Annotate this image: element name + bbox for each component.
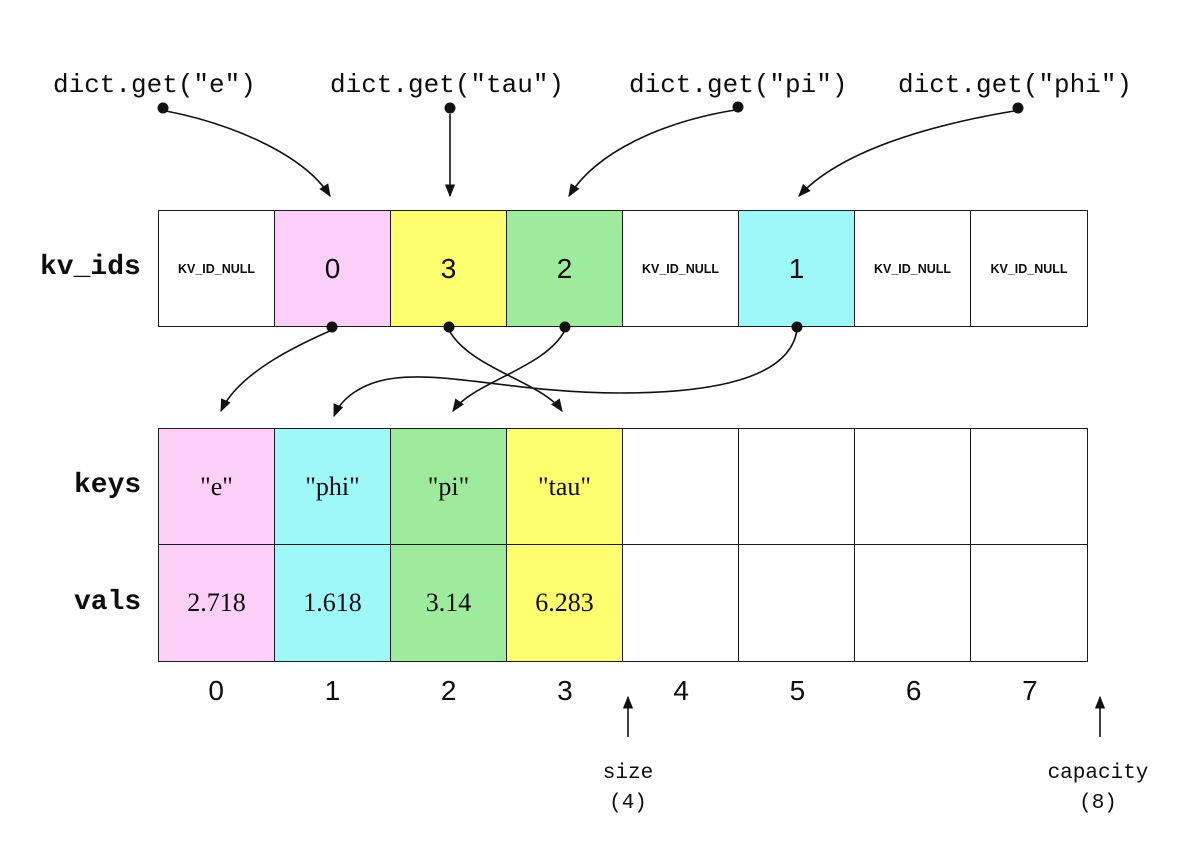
pointer-dot-get-tau: [444, 102, 456, 114]
keys-cell-7: [971, 429, 1087, 545]
vals-cell-4: [623, 545, 739, 661]
keys-cell-6: [855, 429, 971, 545]
kv-ids-array: KV_ID_NULL 0 3 2 KV_ID_NULL 1 KV_ID_NULL…: [158, 210, 1088, 327]
arrow-get-phi-to-slot5: [798, 110, 1015, 197]
keys-cell-1: "phi": [275, 429, 391, 545]
capacity-label: capacity: [1047, 762, 1149, 785]
slot-index-1: 1: [324, 675, 341, 706]
vals-cell-6: [855, 545, 971, 661]
kv-ids-row-label: kv_ids: [40, 252, 141, 283]
size-label: size: [602, 762, 654, 785]
kv-ids-cell-2: 3: [391, 211, 507, 326]
kv-ids-cell-6: KV_ID_NULL: [855, 211, 971, 326]
arrow-get-pi-to-slot3: [568, 109, 736, 198]
slot-index-7: 7: [1022, 675, 1038, 706]
vals-cell-3: 6.283: [507, 545, 623, 661]
kv-ids-cell-0: KV_ID_NULL: [159, 211, 275, 326]
slot-index-6: 6: [905, 675, 922, 706]
pointer-dot-get-phi: [1012, 102, 1024, 114]
keys-cell-4: [623, 429, 739, 545]
vals-cell-5: [739, 545, 855, 661]
call-label-get-phi: dict.get("phi"): [898, 70, 1133, 100]
keys-cell-2: "pi": [391, 429, 507, 545]
call-label-get-e: dict.get("e"): [53, 70, 256, 100]
slot-index-3: 3: [557, 675, 573, 706]
arrow-get-e-to-slot1: [165, 110, 331, 198]
vals-cell-1: 1.618: [275, 545, 391, 661]
vals-row-label: vals: [74, 587, 142, 618]
slot-index-4: 4: [673, 675, 689, 706]
pointer-dot-get-e: [157, 102, 169, 114]
kv-ids-cell-7: KV_ID_NULL: [971, 211, 1087, 326]
call-label-get-pi: dict.get("pi"): [629, 70, 848, 100]
slot-index-row: 0 1 2 3 4 5 6 7: [158, 674, 1088, 708]
arrow-kvid0-to-keys0: [220, 329, 333, 413]
capacity-value: (8): [1079, 792, 1117, 815]
keys-cell-5: [739, 429, 855, 545]
arrow-kvid3-to-keys3: [448, 329, 563, 413]
size-value: (4): [609, 792, 647, 815]
pointer-dot-get-pi: [732, 101, 744, 113]
keys-row-label: keys: [74, 470, 142, 501]
slot-index-5: 5: [789, 675, 806, 706]
kv-ids-cell-5: 1: [739, 211, 855, 326]
vals-cell-7: [971, 545, 1087, 661]
keys-vals-table: "e" "phi" "pi" "tau" 2.718 1.618 3.14 6.…: [158, 428, 1088, 662]
vals-cell-2: 3.14: [391, 545, 507, 661]
kv-ids-cell-4: KV_ID_NULL: [623, 211, 739, 326]
arrow-kvid1-to-keys1: [333, 329, 798, 418]
kv-ids-cell-1: 0: [275, 211, 391, 326]
keys-cell-3: "tau": [507, 429, 623, 545]
arrow-kvid2-to-keys2: [452, 329, 566, 413]
slot-index-2: 2: [440, 675, 457, 706]
keys-cell-0: "e": [159, 429, 275, 545]
slot-index-0: 0: [208, 675, 224, 706]
call-label-get-tau: dict.get("tau"): [330, 70, 565, 100]
kv-ids-cell-3: 2: [507, 211, 623, 326]
vals-cell-0: 2.718: [159, 545, 275, 661]
